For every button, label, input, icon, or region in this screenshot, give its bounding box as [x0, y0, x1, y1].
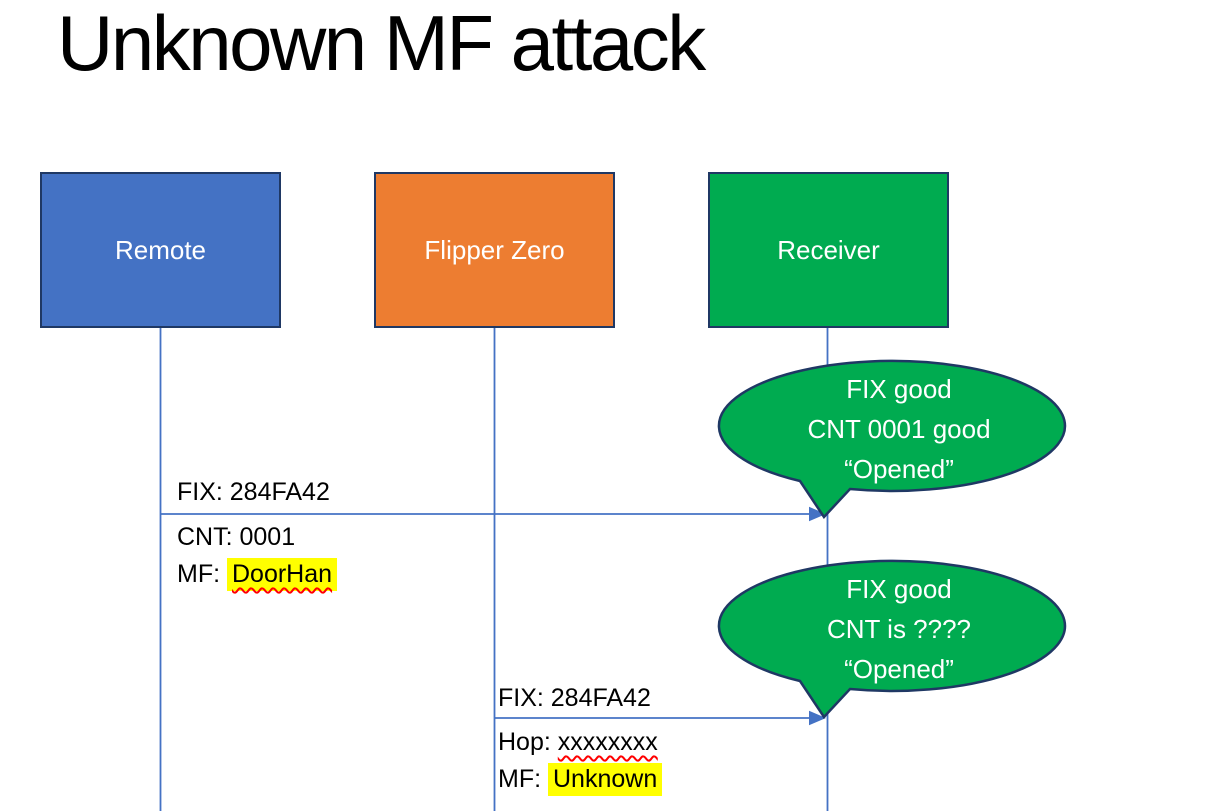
message-2-mf-label: MF: Unknown: [498, 763, 663, 796]
callout-1-line-2: CNT 0001 good: [807, 414, 991, 444]
callout-2-line-2: CNT is ????: [826, 614, 972, 644]
message-2-hop-value: xxxxxxxx: [557, 728, 658, 756]
message-2-fix-text: FIX: 284FA42: [498, 684, 651, 712]
message-1-cnt-text: CNT: 0001: [177, 523, 296, 551]
actor-remote-label: Remote: [114, 234, 207, 265]
callout-1-text: FIX good CNT 0001 good “Opened”: [749, 369, 1049, 489]
actor-box-flipper-zero: Flipper Zero: [374, 172, 615, 328]
message-1-cnt-label: CNT: 0001: [177, 521, 295, 554]
message-1-fix-text: FIX: 284FA42: [177, 478, 330, 506]
message-1-mf-prefix: MF:: [177, 560, 227, 588]
slide-title: Unknown MF attack: [57, 0, 706, 87]
message-1-fix-label: FIX: 284FA42: [177, 476, 330, 509]
callout-1-line-3: “Opened”: [844, 454, 954, 484]
message-2-hop-label: Hop: xxxxxxxx: [498, 726, 658, 759]
callout-2-text: FIX good CNT is ???? “Opened”: [749, 569, 1049, 689]
callout-2-line-3: “Opened”: [844, 654, 954, 684]
message-2-mf-value-highlight: Unknown: [548, 763, 663, 796]
actor-flipper-zero-label: Flipper Zero: [424, 234, 565, 265]
actor-receiver-label: Receiver: [777, 234, 880, 265]
message-1-mf-value-highlight: DoorHan: [227, 558, 338, 591]
message-1-mf-label: MF: DoorHan: [177, 558, 338, 591]
message-2-fix-label: FIX: 284FA42: [498, 682, 651, 715]
message-2-mf-prefix: MF:: [498, 765, 548, 793]
callout-1-line-1: FIX good: [846, 374, 952, 404]
callout-2-line-1: FIX good: [846, 574, 952, 604]
message-2-hop-prefix: Hop:: [498, 728, 558, 756]
actor-box-receiver: Receiver: [708, 172, 949, 328]
actor-box-remote: Remote: [40, 172, 281, 328]
